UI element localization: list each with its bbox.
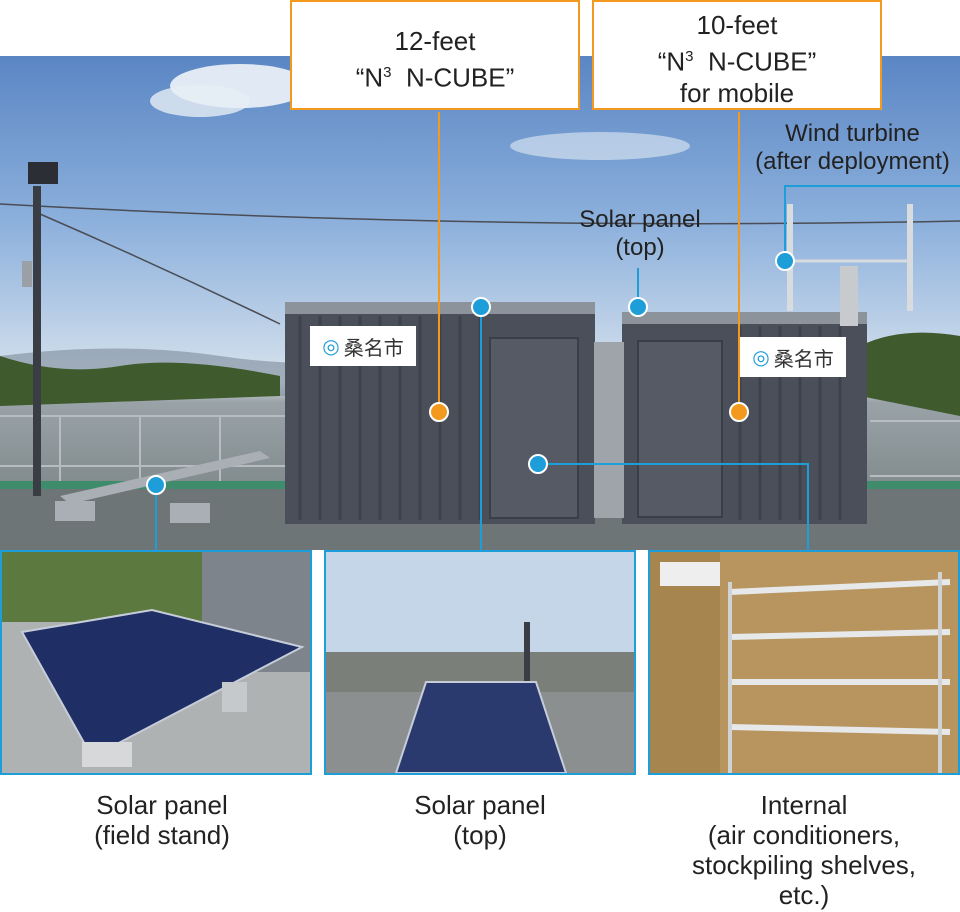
caption-field-stand: Solar panel (field stand) [0, 790, 324, 850]
callout-12ft-line2: “N3 N-CUBE” [292, 57, 578, 94]
thumbnail-internal [648, 550, 960, 775]
city-logo-text: 桑名市 [773, 346, 834, 371]
city-logo-sign: ◎ 桑名市 [310, 326, 416, 366]
caption-internal-line2: (air conditioners, [707, 820, 901, 850]
thumbnail-field-stand [0, 550, 312, 775]
main-photo: ◎ 桑名市 ◎ 桑名市 [0, 56, 960, 550]
marker-12ft-dot [429, 402, 449, 422]
caption-solar-top: Solar panel (top) [324, 790, 636, 850]
callout-10ft-sup: 3 [685, 48, 694, 65]
solar-top-photo [326, 552, 634, 773]
marker-solar-top-dot [628, 297, 648, 317]
caption-internal: Internal (air conditioners, stockpiling … [648, 790, 960, 910]
caption-field-stand-line1: Solar panel [96, 790, 228, 820]
marker-field-stand-dot [146, 475, 166, 495]
marker-internal-dot [528, 454, 548, 474]
callout-12ft-sup: 3 [383, 64, 392, 81]
callout-10ft-quote: “N [657, 46, 686, 77]
callout-10ft-product: N-CUBE” [693, 46, 817, 77]
marker-wind-dot [775, 251, 795, 271]
callout-10ft: 10-feet “N3 N-CUBE” for mobile [592, 0, 882, 110]
city-logo-text: 桑名市 [343, 335, 404, 360]
callout-12ft-product: N-CUBE” [391, 62, 515, 93]
marker-10ft-dot [729, 402, 749, 422]
caption-internal-line1: Internal [760, 790, 848, 820]
callout-10ft-line1: 10-feet [696, 10, 778, 40]
caption-internal-line3: stockpiling shelves, [692, 850, 916, 880]
callout-12ft-quote: “N [355, 62, 384, 93]
marker-solar-12ft-dot [471, 297, 491, 317]
solar-top-label-line2: (top) [615, 234, 665, 261]
logo-mark-icon: ◎ [322, 334, 340, 358]
callout-10ft-line2: “N3 N-CUBE” [594, 41, 880, 78]
callout-10ft-line3: for mobile [679, 77, 795, 108]
callout-12ft-line1: 12-feet [394, 26, 476, 56]
thumbnail-solar-top [324, 550, 636, 775]
logo-mark-icon: ◎ [752, 345, 770, 369]
field-stand-photo [2, 552, 310, 773]
caption-solar-top-line1: Solar panel [414, 790, 546, 820]
wind-turbine-label-line1: Wind turbine [785, 120, 920, 147]
caption-internal-line4: etc.) [778, 880, 830, 910]
container-scene [0, 64, 960, 550]
solar-top-label: Solar panel (top) [545, 206, 735, 262]
caption-field-stand-line2: (field stand) [94, 820, 230, 850]
callout-12ft: 12-feet “N3 N-CUBE” [290, 0, 580, 110]
internal-photo [650, 552, 958, 773]
city-logo-sign: ◎ 桑名市 [740, 337, 846, 377]
caption-solar-top-line2: (top) [453, 820, 507, 850]
solar-top-label-line1: Solar panel [579, 206, 701, 233]
wind-turbine-label: Wind turbine (after deployment) [745, 120, 960, 176]
wind-turbine-label-line2: (after deployment) [755, 148, 950, 175]
